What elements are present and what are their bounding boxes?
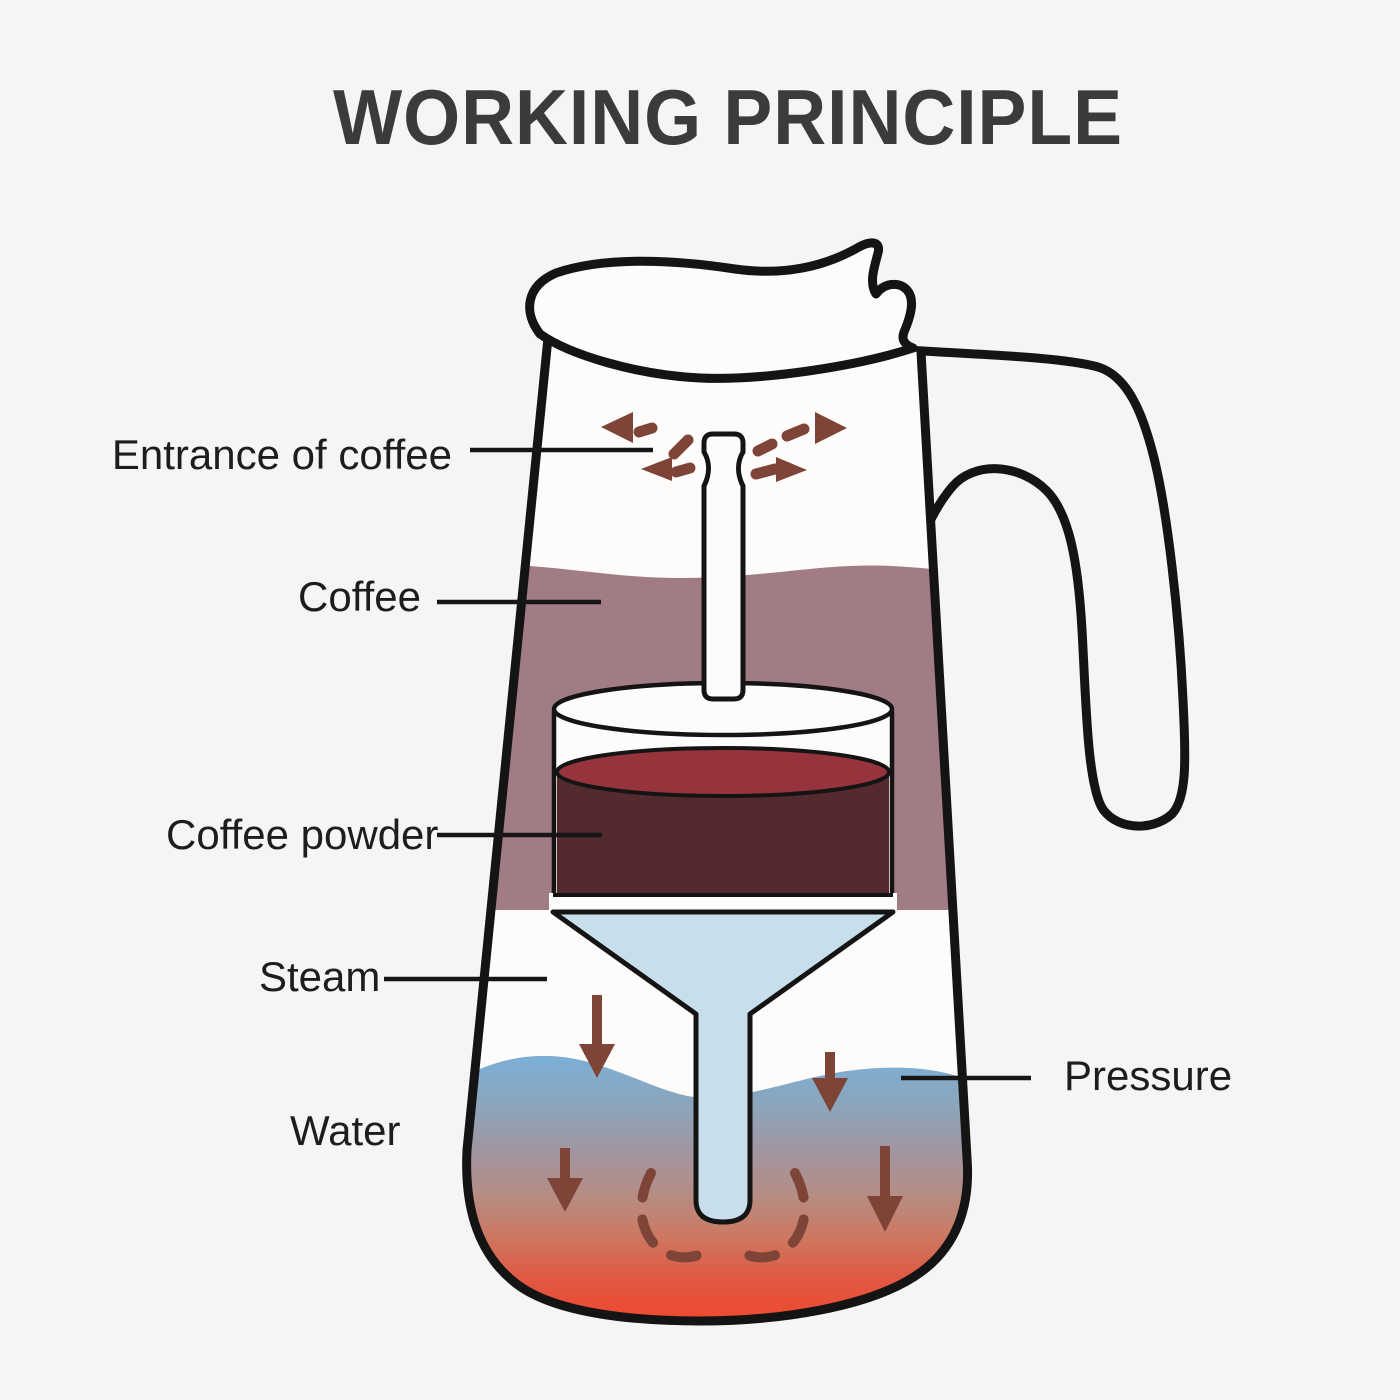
label-pressure: Pressure [1064, 1052, 1233, 1099]
spray-arrowhead-right-down [776, 457, 807, 482]
funnel [550, 909, 896, 1225]
page-title: WORKING PRINCIPLE [333, 73, 1123, 161]
pot-lid [525, 238, 918, 383]
down-arrow [812, 1052, 848, 1112]
spray-arrowhead-left-up [601, 412, 633, 443]
down-arrow [867, 1146, 903, 1232]
coffee-exit-arrows [601, 412, 847, 482]
spray-arrowhead-right-up [815, 412, 847, 444]
coffee-powder-top [555, 746, 891, 798]
riser-tube [701, 431, 746, 702]
suction-flow-dashes [636, 1168, 810, 1263]
down-arrow [547, 1148, 583, 1212]
label-steam: Steam [259, 953, 381, 1000]
label-entrance-of-coffee: Entrance of coffee [111, 431, 452, 478]
pot-handle [903, 345, 1190, 831]
spray-arrowhead-left-down [641, 457, 672, 481]
label-water: Water [290, 1107, 401, 1154]
label-coffee: Coffee [298, 573, 421, 620]
spray-dashes [633, 422, 810, 480]
down-arrow [579, 995, 615, 1078]
pot-body-outline [462, 333, 973, 1326]
label-coffee-powder: Coffee powder [166, 811, 439, 858]
pressure-arrows [547, 995, 903, 1232]
leader-lines [384, 447, 1031, 1081]
basket-base-band [549, 893, 897, 913]
